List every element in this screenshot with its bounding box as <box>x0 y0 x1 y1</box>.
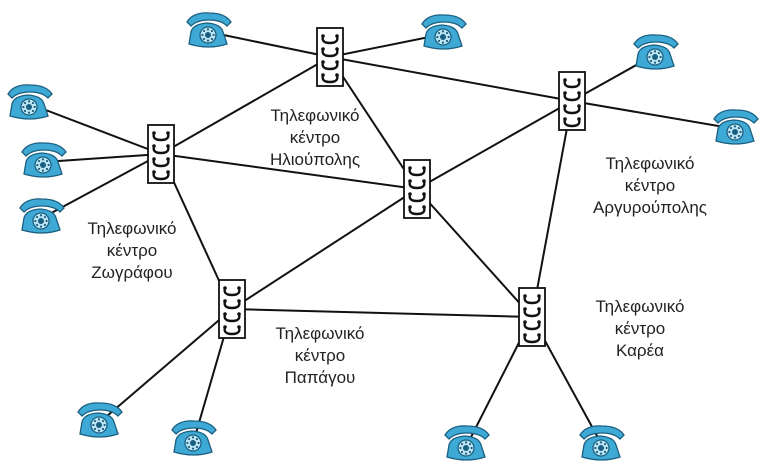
trunk-link-central-papagou <box>231 188 418 310</box>
rotary-telephone-icon <box>421 14 467 50</box>
rotary-telephone-icon <box>579 425 625 461</box>
exchange-label-papagou: Τηλεφωνικό κέντρο Παπάγου <box>260 323 380 389</box>
exchange-label-line: Καρέα <box>615 341 665 360</box>
rotary-telephone-icon <box>19 198 65 234</box>
phone-link-papagou <box>99 308 233 423</box>
trunk-link-ilioupoli-argyroupoli <box>329 56 573 102</box>
telephone-exchange-icon <box>558 71 586 131</box>
rotary-telephone-icon <box>713 109 759 145</box>
trunk-link-argyroupoli-central <box>416 100 573 190</box>
rotary-telephone-icon <box>171 420 217 456</box>
exchange-label-line: Τηλεφωνικό <box>595 297 685 316</box>
exchange-label-zografou: Τηλεφωνικό κέντρο Ζωγράφου <box>72 218 192 284</box>
trunk-link-central-karea <box>416 188 533 318</box>
exchange-label-karea: Τηλεφωνικό κέντρο Καρέα <box>580 296 700 362</box>
exchange-label-line: Τηλεφωνικό <box>275 324 365 343</box>
exchange-label-line: κέντρο <box>614 319 666 338</box>
exchange-label-line: κέντρο <box>294 346 346 365</box>
trunk-link-ilioupoli-central <box>329 56 418 190</box>
exchange-label-argyroupoli: Τηλεφωνικό κέντρο Αργυρούπολης <box>580 153 720 219</box>
rotary-telephone-icon <box>633 34 679 70</box>
phones-layer <box>7 12 759 461</box>
trunk-link-ilioupoli-zografou <box>160 56 331 155</box>
telephone-exchange-icon <box>518 287 546 347</box>
telephone-exchange-icon <box>316 27 344 87</box>
rotary-telephone-icon <box>444 425 490 461</box>
exchange-label-line: Τηλεφωνικό <box>605 154 695 173</box>
exchange-label-line: κέντρο <box>106 241 158 260</box>
rotary-telephone-icon <box>21 142 67 178</box>
phone-link-zografou <box>43 153 162 163</box>
telephone-exchange-icon <box>147 124 175 184</box>
exchange-label-line: κέντρο <box>624 176 676 195</box>
phone-link-zografou <box>29 103 162 155</box>
links-layer <box>160 56 573 318</box>
exchange-label-line: κέντρο <box>289 128 341 147</box>
rotary-telephone-icon <box>186 12 232 48</box>
rotary-telephone-icon <box>77 402 123 438</box>
exchange-label-ilioupoli: Τηλεφωνικό κέντρο Ηλιούπολης <box>255 105 375 171</box>
trunk-link-papagou-karea <box>231 308 533 318</box>
telephone-exchange-icon <box>218 279 246 339</box>
exchange-label-line: Παπάγου <box>284 368 356 387</box>
exchange-label-line: Ηλιούπολης <box>269 150 361 169</box>
phone-link-ilioupoli <box>208 31 331 58</box>
exchange-label-line: Τηλεφωνικό <box>270 106 360 125</box>
exchange-label-line: Αργυρούπολης <box>593 198 707 217</box>
exchanges-layer <box>147 27 586 347</box>
telephone-exchange-icon <box>403 159 431 219</box>
trunk-link-zografou-central <box>160 153 418 190</box>
exchange-label-line: Ζωγράφου <box>91 263 173 282</box>
rotary-telephone-icon <box>7 84 53 120</box>
exchange-label-line: Τηλεφωνικό <box>87 219 177 238</box>
phone-link-argyroupoli <box>571 100 737 130</box>
trunk-link-argyroupoli-karea <box>531 100 573 318</box>
